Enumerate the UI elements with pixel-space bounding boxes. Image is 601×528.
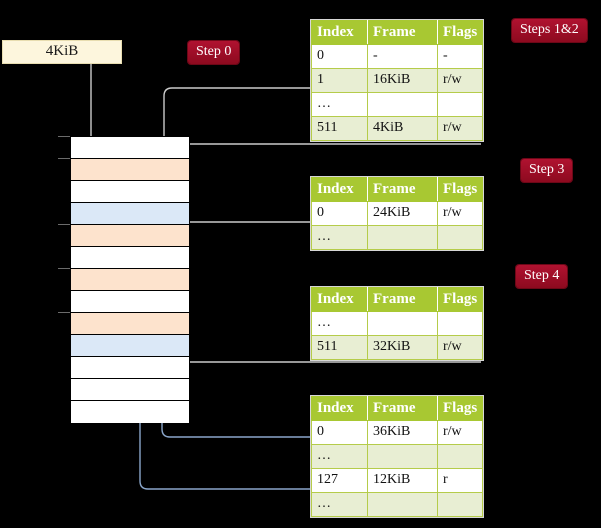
cell-index-r1: … [311,225,368,250]
column-header-frame: Frame [367,20,438,45]
cell-frame-r0: 24KiB [367,201,438,226]
cell-flags-r2 [436,92,484,117]
cell-flags-r1: r/w [436,68,484,93]
table-row: 0-- [311,44,484,69]
table-row: … [311,92,484,117]
table-row: … [311,225,484,250]
cell-flags-r1: r/w [436,335,484,360]
cell-frame-r1: 16KiB [367,68,438,93]
physical-memory-column [70,136,190,423]
cell-frame-r2 [367,92,438,117]
cell-frame-r3 [367,492,438,517]
cell-flags-r1 [436,444,484,469]
cell-index-r0: … [311,311,368,336]
cell-flags-r2: r [436,468,484,493]
badge-step-3: Step 3 [521,159,573,182]
cell-frame-r0: - [367,44,438,69]
memory-frame-tick-4 [58,224,70,225]
memory-frame-row-2 [71,181,189,203]
memory-frame-row-5 [71,247,189,269]
badge-step-4: Step 4 [516,265,568,288]
memory-frame-row-12 [71,401,189,423]
cell-frame-r0 [367,311,438,336]
memory-frame-row-6 [71,269,189,291]
cell-frame-r0: 36KiB [367,420,438,445]
column-header-flags: Flags [436,287,484,312]
table-row: … [311,444,484,469]
column-header-frame: Frame [367,287,438,312]
column-header-frame: Frame [367,396,438,421]
memory-frame-row-4 [71,225,189,247]
cell-frame-r1 [367,225,438,250]
cell-flags-r0 [436,311,484,336]
column-header-index: Index [311,396,368,421]
column-header-frame: Frame [367,177,438,202]
memory-frame-row-8 [71,313,189,335]
memory-frame-row-10 [71,357,189,379]
table-row: … [311,492,484,517]
cell-frame-r2: 12KiB [367,468,438,493]
memory-frame-row-7 [71,291,189,313]
wire-l0row511-to-frame [177,143,481,169]
cell-flags-r1 [436,225,484,250]
table-row: … [311,311,484,336]
cell-flags-r0: r/w [436,420,484,445]
column-header-index: Index [311,20,368,45]
cell-index-r3: 511 [311,116,368,141]
memory-frame-tick-6 [58,268,70,269]
cell-index-r1: … [311,444,368,469]
cell-index-r1: 511 [311,335,368,360]
memory-frame-row-1 [71,159,189,181]
badge-step-0: Step 0 [188,41,240,64]
cell-index-r2: … [311,92,368,117]
cell-flags-r0: - [436,44,484,69]
virtual-address-box: 4KiB [2,40,122,64]
column-header-flags: Flags [436,177,484,202]
cell-index-r0: 0 [311,420,368,445]
memory-frame-tick-1 [58,158,70,159]
cell-index-r0: 0 [311,44,368,69]
cell-index-r3: … [311,492,368,517]
cell-frame-r1 [367,444,438,469]
column-header-flags: Flags [436,20,484,45]
cell-frame-r3: 4KiB [367,116,438,141]
cell-flags-r3 [436,492,484,517]
memory-frame-row-0 [71,137,189,159]
column-header-index: Index [311,287,368,312]
memory-frame-row-11 [71,379,189,401]
cell-flags-r3: r/w [436,116,484,141]
cell-index-r2: 127 [311,468,368,493]
memory-frame-tick-8 [58,312,70,313]
memory-frame-row-9 [71,335,189,357]
badge-steps-1-and-2: Steps 1&2 [512,19,587,42]
cell-flags-r0: r/w [436,201,484,226]
column-header-flags: Flags [436,396,484,421]
cell-frame-r1: 32KiB [367,335,438,360]
cell-index-r1: 1 [311,68,368,93]
column-header-index: Index [311,177,368,202]
memory-frame-row-3 [71,203,189,225]
cell-index-r0: 0 [311,201,368,226]
memory-frame-tick-0 [58,136,70,137]
